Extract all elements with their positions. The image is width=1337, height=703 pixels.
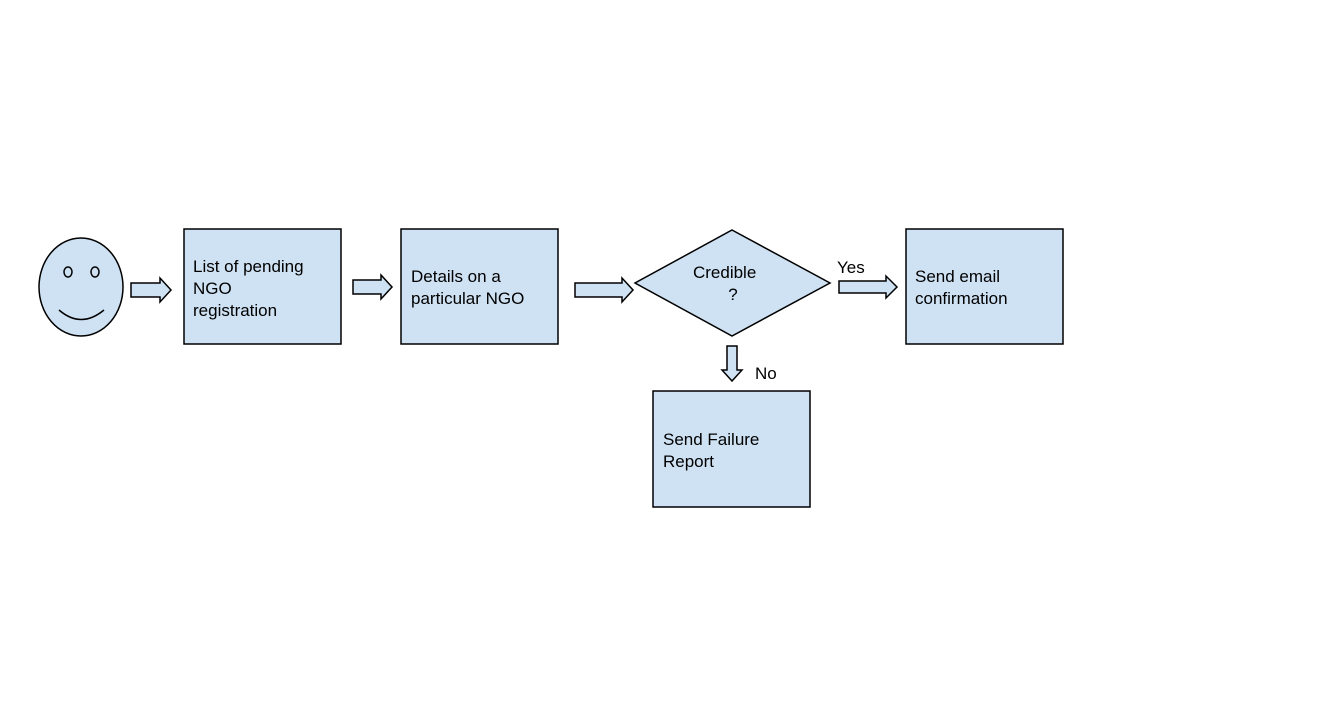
smile (58, 309, 105, 321)
ngo-details-line-1: Details on a (411, 267, 501, 286)
arrow-actor-to-pending-list (130, 276, 173, 304)
pending-list-node: List of pending NGO registration (183, 228, 342, 345)
pending-list-line-2: NGO (193, 279, 232, 298)
left-eye (63, 266, 73, 278)
send-email-text: Send email confirmation (915, 267, 1008, 308)
send-email-line-2: confirmation (915, 289, 1008, 308)
arrow-pending-list-to-details (352, 273, 394, 301)
ngo-details-line-2: particular NGO (411, 289, 524, 308)
send-failure-node: Send Failure Report (652, 390, 811, 508)
yes-edge-label: Yes (837, 258, 865, 277)
right-eye (90, 266, 100, 278)
send-failure-box (652, 390, 811, 508)
no-edge-label: No (755, 364, 777, 383)
send-email-line-1: Send email (915, 267, 1000, 286)
pending-list-box (183, 228, 342, 345)
pending-list-line-3: registration (193, 301, 277, 320)
ngo-details-box (400, 228, 559, 345)
send-failure-line-1: Send Failure (663, 430, 759, 449)
send-failure-text: Send Failure Report (663, 430, 764, 471)
arrow-yes-to-send-email (838, 274, 899, 300)
actor-smiley-face-icon (38, 237, 124, 337)
credible-line-1: Credible (693, 263, 756, 282)
face-outline (38, 237, 124, 337)
credible-decision-diamond (633, 229, 832, 337)
send-email-box (905, 228, 1064, 345)
credible-decision-text: Credible ? (693, 263, 761, 304)
send-failure-line-2: Report (663, 452, 714, 471)
send-email-node: Send email confirmation (905, 228, 1064, 345)
credible-decision-node: Credible ? (633, 229, 832, 337)
ngo-details-node: Details on a particular NGO (400, 228, 559, 345)
arrow-details-to-decision (574, 276, 635, 304)
arrow-no-to-send-failure (720, 345, 744, 383)
pending-list-line-1: List of pending (193, 257, 304, 276)
ngo-details-text: Details on a particular NGO (411, 267, 524, 308)
pending-list-text: List of pending NGO registration (193, 257, 308, 320)
credible-line-2: ? (728, 285, 737, 304)
